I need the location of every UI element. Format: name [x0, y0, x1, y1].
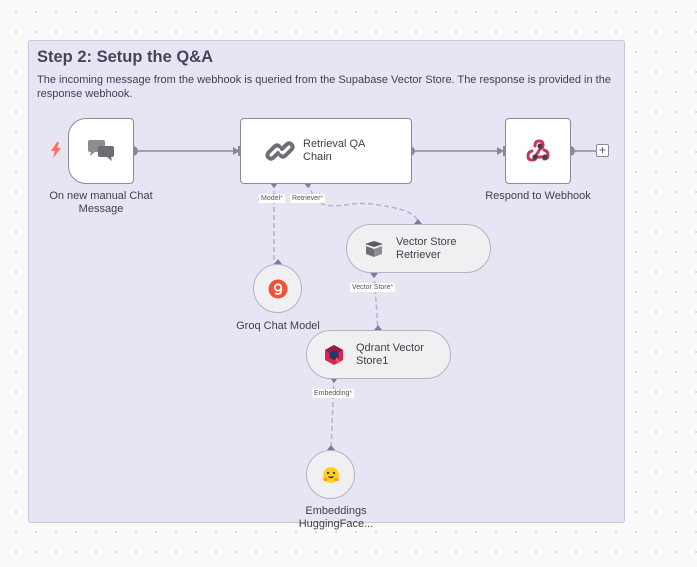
wire-retriever — [307, 182, 419, 225]
connector-label-model: Model* — [259, 194, 285, 203]
node-label-qa-chain: Retrieval QA Chain — [303, 138, 365, 163]
node-respond-to-webhook[interactable] — [505, 118, 571, 184]
required-mark: * — [280, 195, 283, 202]
wire-arrow — [233, 147, 240, 155]
node-label-retriever: Vector Store Retriever — [396, 235, 457, 261]
connector-text: Retriever — [292, 195, 321, 202]
connector-text: Model — [261, 195, 281, 202]
webhook-icon — [526, 139, 550, 162]
add-node-button[interactable]: + — [596, 144, 609, 157]
connector-label-retriever: Retriever* — [290, 194, 326, 203]
wire-vector-store — [373, 272, 379, 331]
wire-arrow — [497, 147, 504, 155]
node-label-respond: Respond to Webhook — [485, 190, 591, 202]
connector-text: Embedding — [314, 390, 350, 397]
connector-label-vector-store: Vector Store* — [350, 283, 396, 292]
required-mark: * — [320, 195, 324, 202]
node-label-embeddings: Embeddings HuggingFace... — [298, 505, 374, 530]
sticky-title: Step 2: Setup the Q&A — [37, 48, 214, 66]
node-label-qdrant: Qdrant Vector Store1 — [356, 341, 424, 367]
node-vector-store-retriever[interactable]: Vector Store Retriever — [346, 224, 491, 273]
node-embeddings-huggingface[interactable] — [306, 450, 355, 499]
connector-label-embedding: Embedding* — [312, 389, 355, 398]
trigger-bolt-icon — [51, 142, 61, 158]
required-mark: * — [349, 390, 353, 397]
groq-logo-icon — [268, 279, 287, 298]
node-groq-chat-model[interactable] — [253, 264, 302, 313]
node-chat-trigger[interactable] — [68, 118, 134, 184]
sticky-description: The incoming message from the webhook is… — [37, 74, 611, 100]
chat-bubbles-icon — [88, 140, 114, 161]
chain-link-icon — [265, 141, 295, 161]
node-qdrant-vector-store[interactable]: Qdrant Vector Store1 — [306, 330, 451, 379]
qdrant-logo-icon — [325, 344, 343, 365]
node-label-groq: Groq Chat Model — [236, 320, 320, 332]
connector-text: Vector Store — [352, 284, 391, 291]
node-label-trigger: On new manual Chat Message — [49, 190, 153, 215]
required-mark: * — [390, 284, 394, 291]
node-retrieval-qa-chain[interactable]: Retrieval QA Chain — [240, 118, 412, 184]
hugging-face-icon — [322, 466, 339, 483]
box-icon — [365, 240, 383, 257]
